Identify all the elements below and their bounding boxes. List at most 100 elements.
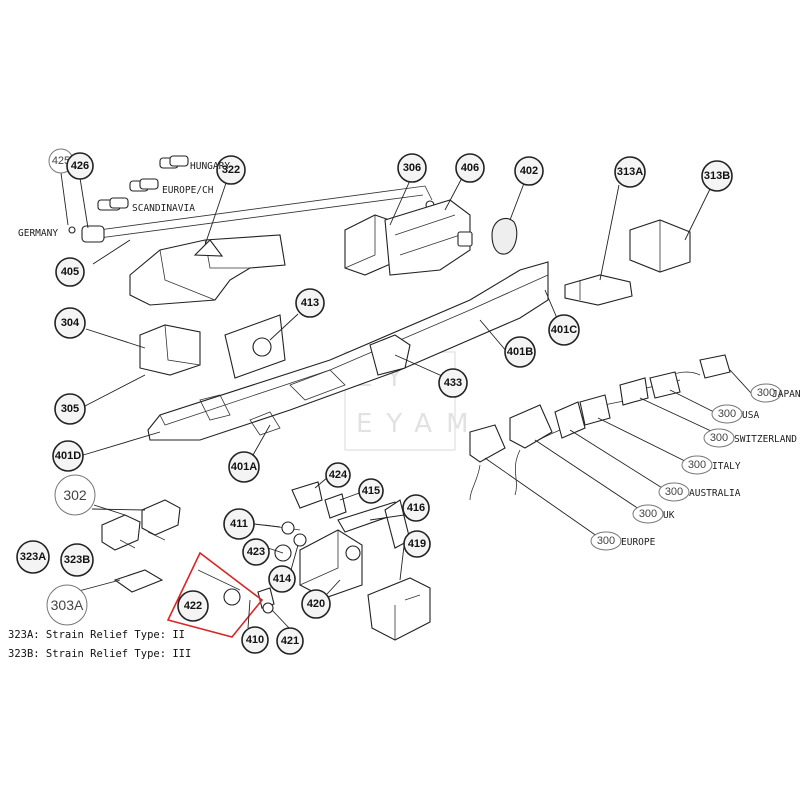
power-cord-labels: 300 JAPAN 300 USA 300 SWITZERLAND 300 IT…	[590, 383, 800, 551]
svg-text:419: 419	[408, 538, 426, 550]
svg-text:402: 402	[520, 165, 538, 177]
callout-306: 306	[397, 153, 427, 183]
svg-text:300: 300	[688, 459, 706, 471]
cord-japan: 300 JAPAN	[750, 383, 800, 403]
callout-415: 415	[358, 478, 384, 504]
svg-text:304: 304	[61, 317, 80, 329]
label-europe-ch: EUROPE/CH	[162, 185, 214, 196]
callout-402: 402	[514, 156, 544, 186]
svg-text:421: 421	[281, 635, 299, 647]
callout-433: 433	[438, 368, 468, 398]
cord-switzerland: 300 SWITZERLAND	[703, 428, 797, 448]
callout-424: 424	[325, 462, 351, 488]
svg-text:415: 415	[362, 485, 380, 497]
callout-304: 304	[54, 307, 86, 339]
watermark-text: EYAM	[356, 409, 483, 439]
cord-italy: 300 ITALY	[681, 455, 741, 475]
svg-text:SWITZERLAND: SWITZERLAND	[734, 434, 797, 445]
cord-uk: 300 UK	[632, 504, 675, 524]
cord-australia: 300 AUSTRALIA	[658, 482, 741, 502]
callout-414: 414	[268, 565, 296, 593]
svg-text:322: 322	[222, 164, 240, 176]
callout-322: 322	[216, 155, 246, 185]
svg-text:EUROPE: EUROPE	[621, 537, 656, 548]
svg-text:422: 422	[184, 600, 202, 612]
callout-313a: 313A	[614, 156, 646, 188]
svg-text:306: 306	[403, 162, 421, 174]
note-323a: 323A: Strain Relief Type: II	[8, 629, 185, 641]
callout-422: 422	[177, 590, 209, 622]
callout-401a: 401A	[228, 451, 260, 483]
notes: 323A: Strain Relief Type: II 323B: Strai…	[8, 629, 191, 660]
svg-text:420: 420	[307, 598, 325, 610]
svg-text:410: 410	[246, 634, 264, 646]
svg-text:416: 416	[407, 502, 425, 514]
svg-text:401D: 401D	[55, 450, 81, 462]
svg-text:300: 300	[757, 387, 775, 399]
leader-lines	[60, 172, 752, 630]
svg-text:405: 405	[61, 266, 79, 278]
callout-416: 416	[402, 494, 430, 522]
note-323b: 323B: Strain Relief Type: III	[8, 648, 191, 660]
label-hungary: HUNGARY	[190, 161, 230, 172]
label-scandinavia: SCANDINAVIA	[132, 203, 195, 214]
watermark: EY EYAM	[344, 351, 483, 451]
part-drawings	[68, 155, 731, 641]
svg-text:300: 300	[665, 486, 683, 498]
svg-text:302: 302	[63, 487, 87, 503]
callout-323b: 323B	[60, 543, 94, 577]
svg-text:300: 300	[710, 432, 728, 444]
svg-text:433: 433	[444, 377, 462, 389]
svg-text:300: 300	[639, 508, 657, 520]
callout-323a: 323A	[16, 540, 50, 574]
svg-text:411: 411	[230, 518, 248, 530]
callout-401d: 401D	[52, 440, 84, 472]
callout-421: 421	[276, 627, 304, 655]
callout-423: 423	[242, 538, 270, 566]
callout-401b: 401B	[504, 336, 536, 368]
cord-europe: 300 EUROPE	[590, 531, 656, 551]
svg-text:UK: UK	[663, 510, 675, 521]
svg-text:425: 425	[52, 155, 70, 167]
svg-text:323B: 323B	[64, 554, 90, 566]
svg-text:USA: USA	[742, 410, 759, 421]
callout-303a: 303A	[46, 584, 88, 626]
svg-text:426: 426	[71, 160, 89, 172]
callout-411: 411	[223, 508, 255, 540]
svg-text:401B: 401B	[507, 346, 533, 358]
callout-420: 420	[301, 589, 331, 619]
callout-406: 406	[455, 153, 485, 183]
svg-text:300: 300	[597, 535, 615, 547]
callout-313b: 313B	[701, 160, 733, 192]
svg-text:305: 305	[61, 403, 79, 415]
svg-text:300: 300	[718, 408, 736, 420]
svg-text:ITALY: ITALY	[712, 461, 741, 472]
callout-419: 419	[403, 530, 431, 558]
callout-401c: 401C	[548, 314, 580, 346]
callout-413: 413	[295, 288, 325, 318]
svg-text:JAPAN: JAPAN	[772, 389, 800, 400]
callout-426: 426	[66, 152, 94, 180]
callouts: 425 426 322 306 406 402 313A 313B 405 30…	[16, 148, 733, 655]
callout-410: 410	[241, 626, 269, 654]
svg-text:401C: 401C	[551, 324, 577, 336]
svg-text:413: 413	[301, 297, 319, 309]
callout-305: 305	[54, 393, 86, 425]
cord-usa: 300 USA	[711, 404, 759, 424]
highlight-outline	[166, 551, 264, 638]
svg-text:313B: 313B	[704, 170, 730, 182]
svg-text:414: 414	[273, 573, 292, 585]
svg-text:423: 423	[247, 546, 265, 558]
callout-302: 302	[54, 474, 96, 516]
svg-text:313A: 313A	[617, 166, 643, 178]
svg-text:AUSTRALIA: AUSTRALIA	[689, 488, 741, 499]
svg-text:303A: 303A	[51, 597, 84, 613]
svg-text:424: 424	[329, 469, 348, 481]
svg-text:401A: 401A	[231, 461, 257, 473]
svg-text:323A: 323A	[20, 551, 46, 563]
callout-405: 405	[55, 257, 85, 287]
plug-variant-labels: HUNGARY EUROPE/CH SCANDINAVIA GERMANY	[18, 161, 230, 239]
svg-text:406: 406	[461, 162, 479, 174]
label-germany: GERMANY	[18, 228, 58, 239]
